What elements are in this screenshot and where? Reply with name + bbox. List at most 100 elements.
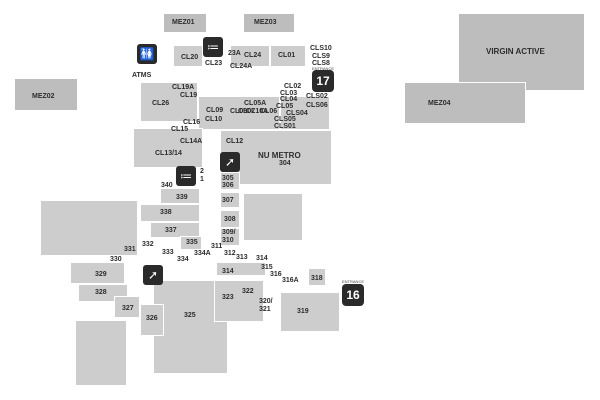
shop-318-label: 318 [311,275,323,282]
cl06-label: CL06 [260,108,278,115]
entrance-16-caption: ENTRANCE [342,279,365,284]
cl09-label: CL09 [206,107,224,114]
cl13-block [133,128,203,168]
cls10-label: CLS10 [310,45,332,52]
305-block [220,172,240,190]
shop-333-label: 333 [162,249,174,256]
mez04-block [404,82,526,124]
mez02-label: MEZ02 [32,93,55,100]
shop-332-label: 332 [142,241,154,248]
shop-306-label: 306 [222,182,234,189]
cl15-label: CL15 [171,126,189,133]
cl24a-label: CL24A [230,63,253,70]
virgin-active-block [458,13,585,91]
shop-335-label: 335 [186,239,198,246]
329-block [70,262,125,284]
shop-316-label: 316 [270,271,282,278]
entrance-17-badge: 17 [312,70,334,92]
cl05-label: CL05 [276,103,294,110]
shop-307-label: 307 [222,197,234,204]
cls02-label: CLS02 [306,93,328,100]
308-block [220,210,240,228]
cls-block [280,96,330,130]
shop-316a-label: 316A [282,277,299,284]
cl10-label: CL10 [205,116,223,123]
cl23-label: CL23 [205,60,223,67]
cl19a-label: CL19A [172,84,195,91]
318-block [308,268,326,286]
cl08-label: CL08 [230,108,248,115]
cl23a-label: 23A [228,50,241,57]
cl24-block [230,45,270,67]
shop-313-label: 313 [236,254,248,261]
307-block [220,192,240,208]
shop-330-label: 330 [110,256,122,263]
shop-320-321-label: 320/ 321 [259,298,273,313]
entrance-16-badge: 16 [342,284,364,306]
shop-311-label: 311 [211,243,223,250]
nu-metro-number: 304 [279,160,291,167]
virgin-active-label: VIRGIN ACTIVE [486,47,545,56]
atms-label: ATMS [132,72,152,79]
shop-329-label: 329 [95,271,107,278]
cl02-label: CL02 [284,83,302,90]
shop-339-label: 339 [176,194,188,201]
cl12-label: CL12 [226,138,244,145]
cl07-label: CL07 [238,108,256,115]
cl13-14-label: CL13/14 [155,150,182,157]
escalator-icon: ➚ [143,265,163,285]
cl01-label: CL01 [278,52,296,59]
shop-338-label: 338 [160,209,172,216]
314-block [216,262,266,276]
cl19-label: CL19 [180,92,198,99]
shop-334-label: 334 [177,256,189,263]
cl20-label: CL20 [181,54,199,61]
cl14a-label: CL14A [180,138,203,145]
cl03-label: CL03 [280,90,298,97]
shop-305-label: 305 [222,175,234,182]
mez02-block [14,78,78,111]
335-block [180,236,202,250]
shop-2-label: 2 [200,168,204,175]
shop-322-label: 322 [242,288,254,295]
cl01-block [270,45,306,67]
shop-319-label: 319 [297,308,309,315]
stairs-icon: ≔ [203,37,223,57]
mez01-label: MEZ01 [172,19,195,26]
shop-314b-label: 314 [222,268,234,275]
cls05-label: CLS05 [274,116,296,123]
west-wing-block [40,200,138,256]
shop-1-label: 1 [200,176,204,183]
cl10a-label: CL10A [246,108,269,115]
shop-331-label: 331 [124,246,136,253]
cl-middle-block [198,96,280,130]
309-block [220,228,240,246]
shop-325-label: 325 [184,312,196,319]
339-block [160,188,200,204]
southwest-block [75,320,127,386]
shop-314a-label: 314 [256,255,268,262]
entrance-17-caption: ENTRANCE [312,66,335,71]
mez03-label: MEZ03 [254,19,277,26]
shop-308-label: 308 [224,216,236,223]
338-block [140,204,200,222]
shop-312-label: 312 [224,250,236,257]
cl20-block [173,45,203,67]
mez01-block [163,13,207,33]
shop-328-label: 328 [95,289,107,296]
327-block [114,296,140,318]
cls8-label: CLS8 [312,60,330,67]
322-block [214,280,264,322]
cl16-label: CL16 [183,119,201,126]
cls06-label: CLS06 [306,102,328,109]
cls04-label: CLS04 [286,110,308,117]
319-block [280,292,340,332]
toilets-icon: 🚻 [137,44,157,64]
shop-323-label: 323 [222,294,234,301]
337-block [150,222,200,238]
cl04-label: CL04 [280,96,298,103]
shop-326-label: 326 [146,315,158,322]
escalator-icon: ➚ [220,152,240,172]
shop-309-310-label: 309/ 310 [222,229,236,244]
